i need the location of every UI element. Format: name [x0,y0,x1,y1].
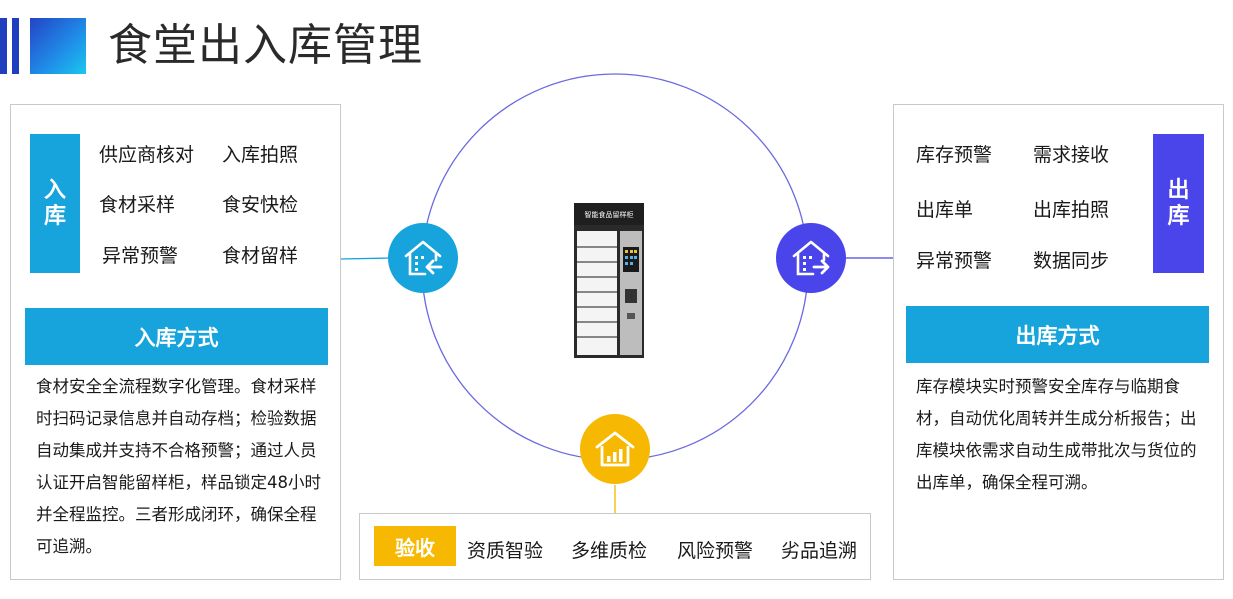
outbound-tab: 出 库 [1153,134,1204,273]
inbound-description: 食材安全全流程数字化管理。食材采样时扫码记录信息并自动存档；检验数据自动集成并支… [36,377,321,556]
page-title: 食堂出入库管理 [108,20,423,71]
house-chart-icon [580,414,650,484]
outbound-method-title: 出库方式 [906,306,1209,363]
sample-cabinet-image: 智能食品留样柜 [572,203,646,360]
outbound-item: 需求接收 [1033,144,1110,166]
outbound-item: 库存预警 [916,144,993,166]
inbound-item: 食安快检 [222,194,299,216]
acceptance-item: 风险预警 [677,540,754,562]
house-arrow-out-icon [776,223,846,293]
inbound-item: 食材留样 [222,245,299,267]
house-arrow-in-icon [388,223,458,293]
outbound-item: 异常预警 [916,250,993,272]
inbound-item: 供应商核对 [99,144,195,166]
outbound-description: 库存模块实时预警安全库存与临期食材，自动优化周转并生成分析报告；出库模块依需求自… [916,377,1197,492]
header-square-accent [30,18,86,74]
outbound-item: 数据同步 [1033,250,1110,272]
outbound-tab-char: 出 [1167,177,1190,203]
inbound-tab-char: 入 [43,177,66,203]
header-bar-accent [0,18,7,74]
acceptance-item: 劣品追溯 [781,540,858,562]
inbound-item: 食材采样 [99,194,176,216]
acceptance-item: 资质智验 [467,540,544,562]
outbound-item: 出库拍照 [1033,199,1110,221]
inbound-tab-char: 库 [43,203,66,229]
cabinet-label: 智能食品留样柜 [585,210,634,219]
inbound-method-title: 入库方式 [25,308,328,365]
inbound-tab: 入 库 [30,134,80,273]
outbound-tab-char: 库 [1167,203,1190,229]
acceptance-tag: 验收 [374,526,456,566]
header-bar-accent [12,18,19,74]
outbound-item: 出库单 [916,199,974,221]
inbound-item: 异常预警 [102,245,179,267]
inbound-item: 入库拍照 [222,144,299,166]
acceptance-item: 多维质检 [571,540,648,562]
inbound-connector-line [340,257,391,260]
